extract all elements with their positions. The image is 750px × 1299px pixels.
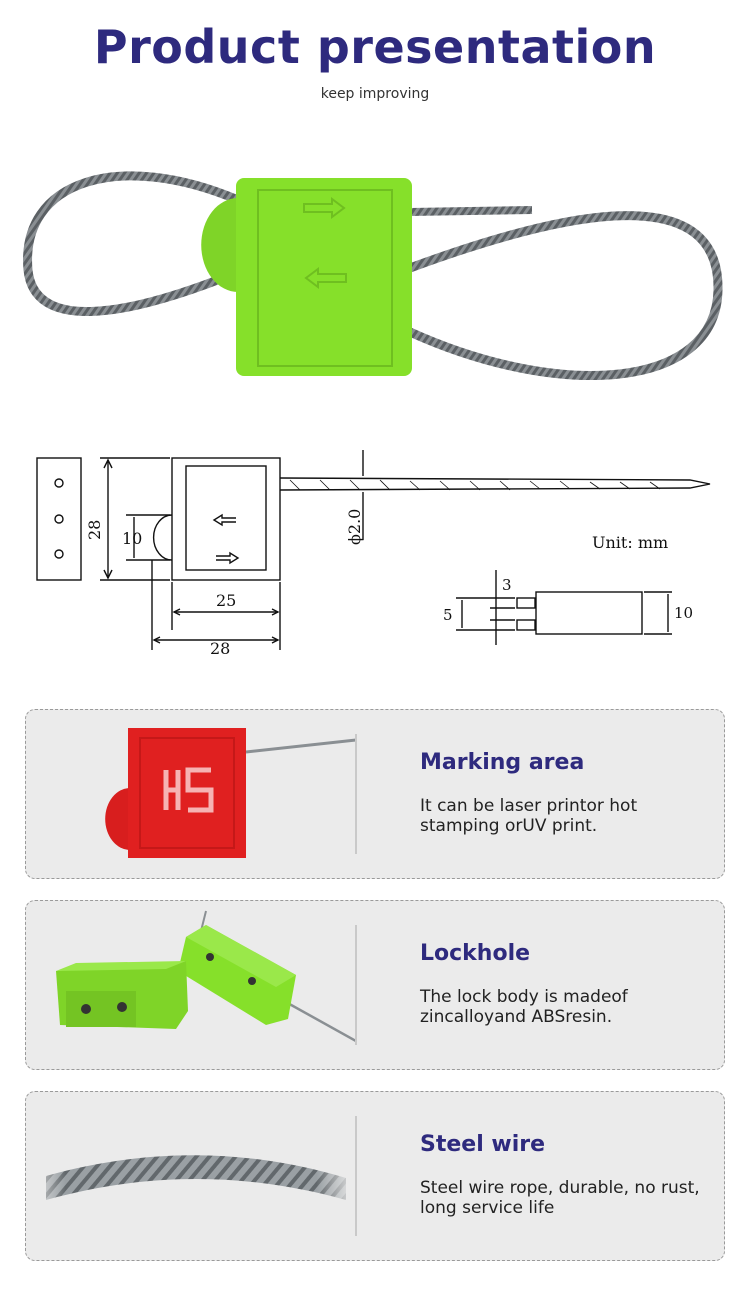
wire-tail <box>409 206 533 216</box>
arrow-right-icon <box>303 197 346 219</box>
card-divider <box>355 925 357 1045</box>
dim-inner-width: 25 <box>216 591 236 610</box>
dim-height: 28 <box>85 520 104 540</box>
card-divider <box>355 1116 357 1236</box>
dim-side-5: 5 <box>443 606 453 624</box>
dim-side-10: 10 <box>674 604 693 622</box>
seal-body <box>236 178 412 376</box>
feature-title: Marking area <box>420 750 585 775</box>
cable-seal-image <box>23 171 723 381</box>
feature-card-lockhole: Lockhole The lock body is madeof zincall… <box>25 900 725 1070</box>
dim-outer-width: 28 <box>210 639 230 658</box>
feature-card-steel-wire: Steel wire Steel wire rope, durable, no … <box>25 1091 725 1261</box>
wire-loop-right <box>408 211 723 381</box>
unit-label: Unit: mm <box>592 533 668 552</box>
red-seal-image <box>105 728 356 858</box>
dim-hole: 10 <box>122 529 142 548</box>
seal-half-disc <box>201 198 238 292</box>
technical-drawing: 28 10 25 28 ϕ2.0 Unit: mm 3 5 10 <box>36 450 711 658</box>
feature-title: Steel wire <box>420 1132 546 1157</box>
page-title: Product presentation <box>93 20 657 74</box>
feature-description: The lock body is madeof zincalloyand ABS… <box>420 987 628 1027</box>
wire-loop-left <box>23 171 240 317</box>
green-seal-lockhole-image <box>56 910 356 1043</box>
feature-description: It can be laser printor hot stamping orU… <box>420 796 638 836</box>
card-divider <box>355 734 357 854</box>
steel-wire-image <box>26 1142 356 1212</box>
feature-description: Steel wire rope, durable, no rust, long … <box>420 1178 700 1218</box>
page-subtitle: keep improving <box>320 86 430 102</box>
feature-card-marking: Marking area It can be laser printor hot… <box>25 709 725 879</box>
dim-side-3: 3 <box>502 576 512 594</box>
arrow-left-icon <box>304 267 347 289</box>
dim-wire-diameter: ϕ2.0 <box>345 509 364 545</box>
feature-title: Lockhole <box>420 941 531 966</box>
